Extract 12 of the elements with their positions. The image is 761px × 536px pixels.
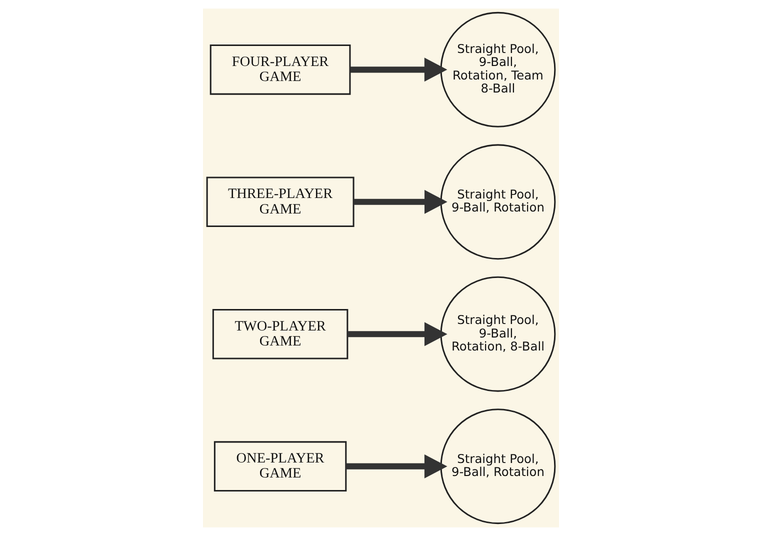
node-circle: Straight Pool, 9-Ball, Rotation — [440, 408, 556, 524]
arrow — [353, 190, 447, 214]
node-box: TWO-PLAYER GAME — [212, 308, 348, 360]
node-circle: Straight Pool, 9-Ball, Rotation — [440, 144, 556, 260]
node-box: FOUR-PLAYER GAME — [209, 44, 350, 95]
node-circle: Straight Pool, 9-Ball, Rotation, Team 8-Ball — [440, 12, 556, 128]
arrow — [346, 322, 447, 346]
node-circle: Straight Pool, 9-Ball, Rotation, 8-Ball — [440, 276, 556, 392]
arrow — [350, 58, 447, 82]
node-box: THREE-PLAYER GAME — [206, 176, 354, 228]
node-box: ONE-PLAYER GAME — [213, 441, 346, 492]
arrow — [346, 454, 447, 478]
